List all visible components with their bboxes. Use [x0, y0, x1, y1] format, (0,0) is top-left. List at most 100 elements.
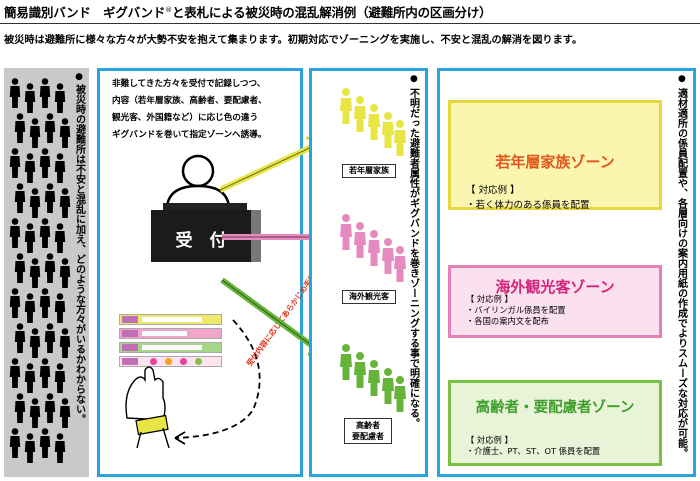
crowd-person-icon [44, 323, 56, 353]
crowd-person-icon [29, 398, 41, 428]
crowd-person-icon [29, 188, 41, 218]
example-header: 【 対応例 】 [466, 435, 513, 445]
wristband-green [119, 342, 222, 353]
crowd-person-icon [9, 288, 21, 318]
groups-panel [309, 68, 428, 477]
crowd-person-icon [44, 113, 56, 143]
crowd-person-icon [54, 363, 66, 393]
crowd-person-icon [24, 363, 36, 393]
crowd-person-icon [24, 433, 36, 463]
right-text: 適材適所の係員配置や、各層向けの案内用紙の作成でよりスムーズな対応が可能。 [675, 88, 687, 458]
crowd-person-icon [54, 433, 66, 463]
wristband-samples [119, 314, 222, 368]
green-group-label-1: 高齢者 [356, 421, 380, 430]
crowd-person-icon [44, 393, 56, 423]
zone-young-families-examples: 【 対応例 】 ・若く体力のある係員を配置 [466, 183, 590, 213]
crowd-person-icon [39, 78, 51, 108]
crowd-person-icon [39, 428, 51, 458]
crowd-person-icon [14, 323, 26, 353]
crowd-person-icon [29, 258, 41, 288]
example-item: ・バイリンガル係員を配置 [466, 305, 566, 315]
group-figures [340, 88, 406, 412]
wristband-pink [119, 328, 222, 339]
right-bullet: ● [678, 74, 686, 84]
crowd-person-icon [59, 188, 71, 218]
instruction-line: 内容（若年層家族、高齢者、要配慮者、 [112, 96, 267, 106]
example-item: ・若く体力のある係員を配置 [466, 200, 590, 211]
page-subtitle: 被災時は避難所に様々な方々が大勢不安を抱えて集まります。初期対応でゾーニングを実… [4, 35, 583, 46]
crowd-person-icon [59, 398, 71, 428]
instruction-line: 観光客、外国籍など）に応じ色の違う [112, 113, 259, 123]
reception-instructions: 非難してきた方々を受付で記録しつつ、 内容（若年層家族、高齢者、要配慮者、 観光… [112, 76, 267, 144]
crowd-person-icon [9, 358, 21, 388]
pink-group-people [340, 214, 406, 282]
wristband-yellow [119, 314, 222, 325]
crowd-person-icon [54, 83, 66, 113]
pink-group-badge: 海外観光客 [342, 290, 396, 304]
crowd-person-icon [39, 288, 51, 318]
zone-foreign-tourists: 海外観光客ゾーン [448, 265, 662, 338]
yellow-group-people [340, 88, 406, 156]
crowd-person-icon [39, 358, 51, 388]
middle-text: 不明だった避難者属性がギグバンドを巻きゾーニングする事で明確になる。 [407, 88, 419, 428]
left-panel-text: 被災時の避難所は不安と混乱に加え、どのような方々がいるかわからない。 [73, 84, 85, 424]
instruction-line: 非難してきた方々を受付で記録しつつ、 [112, 79, 266, 89]
crowd-person-icon [39, 148, 51, 178]
reception-desk-label: 受 付 [175, 231, 227, 251]
example-item: ・介護士、PT、ST、OT 係員を配置 [466, 446, 601, 456]
title-divider [0, 23, 700, 24]
crowd-person-icon [39, 218, 51, 248]
routing-arrows [220, 136, 333, 360]
crowd-person-icon [9, 218, 21, 248]
crowd-person-icon [59, 258, 71, 288]
page-title: 簡易識別バンド ギグバンド®と表札による被災時の混乱解消例（避難所内の区画分け） [4, 2, 492, 21]
yellow-group-label: 若年層家族 [349, 166, 389, 175]
crowd-person-icon [14, 253, 26, 283]
pink-group-label: 海外観光客 [349, 292, 389, 301]
left-panel: ● 被災時の避難所は不安と混乱に加え、どのような方々がいるかわからない。 [4, 68, 89, 477]
crowd-person-icon [54, 153, 66, 183]
zone-title: 若年層家族ゾーン [495, 153, 615, 171]
crowd-person-icon [9, 428, 21, 458]
wristband-floral [119, 356, 222, 367]
crowd-person-icon [44, 253, 56, 283]
example-header: 【 対応例 】 [466, 294, 513, 304]
instruction-line: ギグバンドを巻いて指定ゾーンへ誘導。 [112, 130, 267, 140]
green-group-label-2: 要配慮者 [352, 432, 384, 441]
zone-elderly: 高齢者・要配慮者ゾーン [448, 380, 662, 466]
crowd-person-icon [59, 328, 71, 358]
yellow-group-badge: 若年層家族 [342, 164, 396, 178]
hand-and-curve [125, 319, 261, 449]
middle-bullet: ● [410, 74, 418, 84]
crowd-person-icon [29, 328, 41, 358]
hand-icon [125, 366, 170, 449]
zone-young-families: 若年層家族ゾーン [448, 100, 662, 210]
crowd-person-icon [44, 183, 56, 213]
crowd-person-icon [9, 78, 21, 108]
zone-title: 高齢者・要配慮者ゾーン [475, 400, 635, 416]
zone-title: 海外観光客ゾーン [495, 278, 615, 296]
green-group-people [340, 344, 406, 412]
crowd-person-icon [54, 223, 66, 253]
crowd-person-icon [14, 393, 26, 423]
crowd-person-icon [14, 183, 26, 213]
crowd-person-icon [24, 293, 36, 323]
title-main: 簡易識別バンド ギグバンド [4, 5, 166, 20]
title-rest: と表札による被災時の混乱解消例（避難所内の区画分け） [171, 5, 492, 20]
left-bullet: ● [75, 72, 83, 82]
zone-foreign-tourists-examples: 【 対応例 】 ・バイリンガル係員を配置 ・各国の案内文を配布 [466, 294, 566, 327]
crowd-person-icon [24, 223, 36, 253]
crowd-person-icon [14, 113, 26, 143]
crowd-person-icon [59, 118, 71, 148]
green-group-badge: 高齢者 要配慮者 [344, 418, 392, 444]
zone-elderly-examples: 【 対応例 】 ・介護士、PT、ST、OT 係員を配置 [466, 435, 600, 457]
example-header: 【 対応例 】 [466, 185, 520, 196]
example-item: ・各国の案内文を配布 [466, 316, 549, 326]
crowd-person-icon [24, 153, 36, 183]
crowd-person-icon [54, 293, 66, 323]
registered-mark: ® [165, 5, 172, 14]
crowd-person-icon [9, 148, 21, 178]
crowd-person-icon [29, 118, 41, 148]
crowd-illustration [9, 78, 71, 463]
crowd-person-icon [24, 83, 36, 113]
